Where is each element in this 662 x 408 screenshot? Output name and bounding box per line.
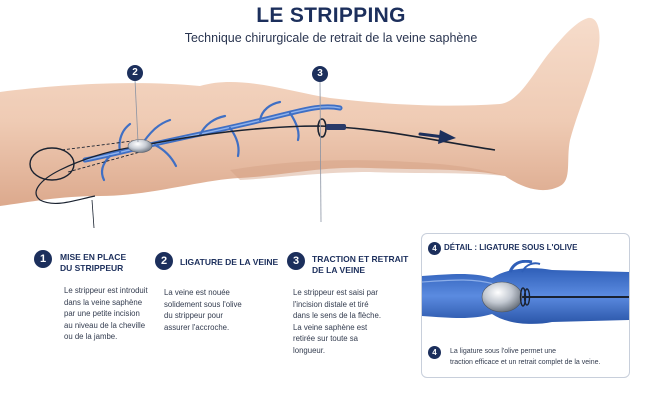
guide-line-upper xyxy=(61,139,141,151)
step-3-title-line2: DE LA VEINE xyxy=(312,265,366,275)
step-1-text-line: Le strippeur est introduit xyxy=(64,286,148,295)
step-1-text-line: ou de la jambe. xyxy=(64,332,118,341)
step-2-text-line: du strippeur pour xyxy=(164,311,223,320)
step-1-title: MISE EN PLACE DU STRIPPEUR xyxy=(60,252,126,274)
callout-line-2 xyxy=(134,79,139,143)
step-2-text-line: assurer l'accroche. xyxy=(164,322,230,332)
step-2-badge: 2 xyxy=(155,252,173,270)
saphenous-vein-highlight xyxy=(84,106,341,161)
step-3-text-line: longueur. xyxy=(293,345,326,355)
olive-icon xyxy=(481,281,523,313)
step-1-text-line: au niveau de la cheville xyxy=(64,320,146,330)
vein-branches xyxy=(100,100,300,182)
step-1-title-line1: MISE EN PLACE xyxy=(60,252,127,262)
step-3-text-line: La veine saphène est xyxy=(293,322,368,332)
detail-branch xyxy=(508,260,533,273)
callout-badge-2: 2 xyxy=(127,65,143,81)
arrow-right-icon xyxy=(418,130,456,144)
step-2-text-line: solidement sous l'olive xyxy=(164,299,242,309)
step-3-badge: 3 xyxy=(287,252,305,270)
step-2-text-line: La veine est nouée xyxy=(164,288,230,297)
step-1-text-line: par une petite incision xyxy=(64,309,140,318)
detail-illustration xyxy=(422,260,629,324)
detail-badge: 4 xyxy=(428,242,441,255)
incision-loop xyxy=(29,147,75,181)
step-3-text-line: Le strippeur est saisi par xyxy=(293,288,378,297)
detail-panel: 4 DÉTAIL : LIGATURE SOUS L'OLIVE xyxy=(421,233,630,378)
detail-text-line2: traction efficace et un retrait complet … xyxy=(450,359,601,366)
olive-icon xyxy=(127,139,153,153)
stripper-wire-tail xyxy=(35,145,141,204)
guide-line-lower xyxy=(67,151,141,173)
ligature-coil xyxy=(519,287,531,307)
step-2-title: LIGATURE DE LA VEINE xyxy=(180,257,279,267)
step-1-text-line: dans la veine saphène xyxy=(64,297,143,307)
page-title: LE STRIPPING xyxy=(256,4,406,27)
step-3-title-line1: TRACTION ET RETRAIT xyxy=(312,254,409,264)
leg-illustration xyxy=(0,17,600,229)
step-3-text-line: l'incision distale et tiré xyxy=(293,299,369,309)
page-subtitle: Technique chirurgicale de retrait de la … xyxy=(184,31,478,45)
detail-text-badge: 4 xyxy=(428,346,441,359)
detail-vein-sheen xyxy=(422,279,495,285)
step-1-text: Le strippeur est introduit dans la veine… xyxy=(64,285,148,343)
calf-shading xyxy=(230,160,505,180)
detail-text-line1: La ligature sous l'olive permet une xyxy=(450,348,557,355)
detail-title: DÉTAIL : LIGATURE SOUS L'OLIVE xyxy=(444,243,578,252)
step-3-text: Le strippeur est saisi par l'incision di… xyxy=(293,287,381,356)
detail-branch xyxy=(521,262,541,273)
step-3-text-line: dans le sens de la flèche. xyxy=(293,311,381,320)
detail-text: La ligature sous l'olive permet une trac… xyxy=(450,346,628,368)
stripper-handle xyxy=(326,124,346,130)
callout-badge-3: 3 xyxy=(312,66,328,82)
step-2-text: La veine est nouée solidement sous l'oli… xyxy=(164,287,242,333)
callout-line-1 xyxy=(91,199,95,229)
step-3-title: TRACTION ET RETRAIT DE LA VEINE xyxy=(312,254,408,276)
callout-line-3 xyxy=(319,80,322,223)
step-1-title-line2: DU STRIPPEUR xyxy=(60,263,124,273)
step-1-badge: 1 xyxy=(34,250,52,268)
step-3-text-line: retirée sur toute sa xyxy=(293,334,359,343)
